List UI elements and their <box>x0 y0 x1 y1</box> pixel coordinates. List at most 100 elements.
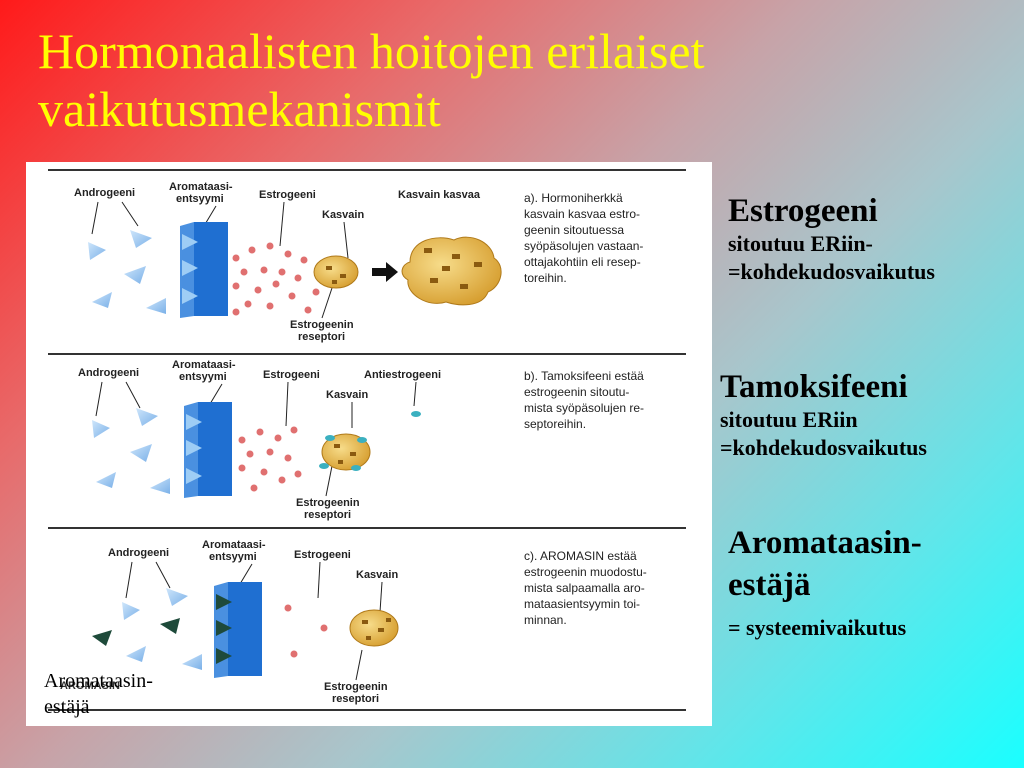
leader-estrogen-b <box>285 381 289 427</box>
label-receptor-c-2: reseptori <box>332 693 379 705</box>
desc-b-1: b). Tamoksifeeni estää <box>524 369 644 383</box>
label-aromatase-a-2: entsyymi <box>176 193 224 205</box>
mechanism-diagram: Androgeeni Aromataasi- entsyymi Estrogee… <box>26 162 712 726</box>
label-receptor-a-1: Estrogeenin <box>290 319 354 331</box>
overlay-line-1: Aromataasin- <box>44 670 153 692</box>
label-receptor-a-2: reseptori <box>298 331 345 343</box>
desc-a-2: kasvain kasvaa estro- <box>524 207 640 221</box>
panel-b: Androgeeni Aromataasi- entsyymi Estrogee… <box>78 359 644 521</box>
label-aromatase-c-1: Aromataasi- <box>202 539 266 551</box>
label-aromatase-b-1: Aromataasi- <box>172 359 236 371</box>
label-tumor-a: Kasvain <box>322 209 364 221</box>
estrogen-dots <box>238 426 302 492</box>
side-note-tamoxifen: Tamoksifeeni sitoutuu ERiin =kohdekudosv… <box>720 368 1010 462</box>
desc-b-3: mista syöpäsolujen re- <box>524 401 644 415</box>
androgen-shape <box>96 472 116 488</box>
arrow-shaft <box>372 268 386 276</box>
desc-c-2: estrogeenin muodostu- <box>524 565 647 579</box>
androgen-shape <box>126 646 146 662</box>
diagram-svg: Androgeeni Aromataasi- entsyymi Estrogee… <box>48 169 686 711</box>
leader-androgen-b <box>95 381 141 417</box>
slide-title: Hormonaalisten hoitojen erilaiset vaikut… <box>38 23 705 137</box>
tumor-b <box>321 433 371 471</box>
androgen-shape <box>150 478 170 494</box>
leader-estrogen-c <box>317 561 321 599</box>
desc-c-5: minnan. <box>524 613 567 627</box>
label-tumor-grows: Kasvain kasvaa <box>398 189 481 201</box>
label-androgen-c: Androgeeni <box>108 547 169 559</box>
aromatase-enzyme <box>198 402 232 496</box>
desc-a-4: syöpäsolujen vastaan- <box>524 239 643 253</box>
label-antiestrogen: Antiestrogeeni <box>364 369 441 381</box>
desc-c-4: mataasientsyymin toi- <box>524 597 640 611</box>
androgen-shape <box>146 298 166 314</box>
leader-androgen-a <box>91 201 139 235</box>
label-estrogen-c: Estrogeeni <box>294 549 351 561</box>
side-note-aromatase-inhibitor: Aromataasin-estäjä = systeemivaikutus <box>728 522 978 642</box>
side-note-aromatase-head: Aromataasin-estäjä <box>728 525 922 603</box>
androgen-shape <box>88 242 106 260</box>
desc-a-3: geenin sitoutuessa <box>524 223 624 237</box>
side-note-estrogen-line-1: sitoutuu ERiin- <box>728 231 873 256</box>
antiestrogen-dots <box>319 411 421 471</box>
leader-receptor-a <box>321 287 333 319</box>
overlay-caption: Aromataasin- estäjä <box>44 668 153 720</box>
label-receptor-b-2: reseptori <box>304 509 351 521</box>
androgen-shape <box>182 654 202 670</box>
tumor-large <box>401 236 502 306</box>
side-note-tamoxifen-line-2: =kohdekudosvaikutus <box>720 435 927 460</box>
label-receptor-c-1: Estrogeenin <box>324 681 388 693</box>
leader-tumor-a <box>343 221 349 259</box>
label-aromatase-b-2: entsyymi <box>179 371 227 383</box>
androgen-shape <box>130 230 152 248</box>
androgen-shape <box>92 420 110 438</box>
label-aromatase-a-1: Aromataasi- <box>169 181 233 193</box>
label-androgen-a: Androgeeni <box>74 187 135 199</box>
desc-a-5: ottajakohtiin eli resep- <box>524 255 641 269</box>
side-note-tamoxifen-head: Tamoksifeeni <box>720 369 908 405</box>
label-androgen-b: Androgeeni <box>78 367 139 379</box>
desc-c-3: mista salpaamalla aro- <box>524 581 645 595</box>
leader-aromatase-c <box>239 563 253 585</box>
label-tumor-b: Kasvain <box>326 389 368 401</box>
leader-receptor-b <box>325 465 333 497</box>
panel-c: Androgeeni Aromataasi- entsyymi Estrogee… <box>92 539 647 705</box>
desc-b-2: estrogeenin sitoutu- <box>524 385 629 399</box>
estrogen-dots <box>232 242 320 316</box>
tumor-c <box>349 609 399 647</box>
overlay-line-2: estäjä <box>44 696 90 718</box>
label-estrogen-b: Estrogeeni <box>263 369 320 381</box>
side-note-tamoxifen-line-1: sitoutuu ERiin <box>720 407 858 432</box>
desc-a-1: a). Hormoniherkkä <box>524 191 623 205</box>
leader-receptor-c <box>355 649 363 681</box>
androgen-shape <box>130 444 152 462</box>
inhibitor-shape <box>92 630 112 646</box>
aromatase-enzyme <box>228 582 262 676</box>
arrow-head <box>386 262 398 282</box>
leader-tumor-c <box>379 581 383 613</box>
inhibitor-shape <box>160 618 180 634</box>
desc-c-1: c). AROMASIN estää <box>524 549 637 563</box>
label-tumor-c: Kasvain <box>356 569 398 581</box>
aromatase-enzyme <box>194 222 228 316</box>
label-estrogen-a: Estrogeeni <box>259 189 316 201</box>
androgen-shape <box>122 602 140 620</box>
tumor-small <box>313 255 359 289</box>
side-note-estrogen: Estrogeeni sitoutuu ERiin- =kohdekudosva… <box>728 192 1018 286</box>
label-aromasin: AROMASIN <box>60 680 120 692</box>
label-receptor-b-1: Estrogeenin <box>296 497 360 509</box>
estrogen-dots <box>284 604 328 658</box>
leader-aromatase-b <box>209 383 223 405</box>
desc-a-6: toreihin. <box>524 271 567 285</box>
androgen-shape <box>124 266 146 284</box>
androgen-shape <box>136 408 158 426</box>
leader-antiestrogen <box>413 381 417 407</box>
androgen-shape <box>92 292 112 308</box>
panel-a: Androgeeni Aromataasi- entsyymi Estrogee… <box>74 181 643 343</box>
label-aromatase-c-2: entsyymi <box>209 551 257 563</box>
desc-b-4: septoreihin. <box>524 417 586 431</box>
side-note-aromatase-line-1: = systeemivaikutus <box>728 615 907 640</box>
leader-androgen-c <box>125 561 171 599</box>
side-note-estrogen-line-2: =kohdekudosvaikutus <box>728 259 935 284</box>
leader-estrogen-a <box>279 201 285 247</box>
